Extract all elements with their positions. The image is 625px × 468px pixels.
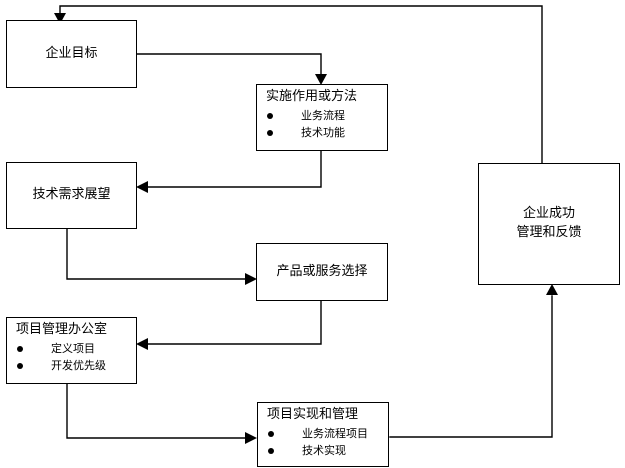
node-title-project-implementation-and-management: 项目实现和管理 xyxy=(267,407,359,422)
bullet-item: 业务流程 xyxy=(257,107,387,124)
node-title-implementation-role-or-method: 实施作用或方法 xyxy=(266,89,358,104)
bullet-list-project-implementation: 业务流程项目 技术实现 xyxy=(258,425,388,459)
bullet-list-implementation: 业务流程 技术功能 xyxy=(257,107,387,141)
node-title-project-management-office: 项目管理办公室 xyxy=(16,322,108,337)
node-technology-demand-outlook[interactable]: 技术需求展望 xyxy=(6,162,137,229)
node-enterprise-goal[interactable]: 企业目标 xyxy=(6,20,137,88)
connector-implementation-to-tech-demand xyxy=(136,150,322,193)
connector-tech-demand-to-product xyxy=(66,228,257,285)
bullet-item: 技术功能 xyxy=(257,124,387,141)
connector-goal-to-implementation xyxy=(136,53,327,85)
node-implementation-role-or-method[interactable]: 实施作用或方法 业务流程 技术功能 xyxy=(256,84,388,151)
node-project-management-office[interactable]: 项目管理办公室 定义项目 开发优先级 xyxy=(6,317,137,384)
node-enterprise-success[interactable]: 企业成功 管理和反馈 xyxy=(478,163,620,285)
node-title-enterprise-goal: 企业目标 xyxy=(45,45,98,61)
connector-pmo-to-implementation-mgmt xyxy=(66,383,257,444)
bullet-item: 技术实现 xyxy=(258,442,388,459)
node-project-implementation-and-management[interactable]: 项目实现和管理 业务流程项目 技术实现 xyxy=(257,402,389,467)
connector-product-to-pmo xyxy=(136,300,322,350)
bullet-item: 业务流程项目 xyxy=(258,425,388,442)
connector-implementation-mgmt-to-success xyxy=(389,284,558,438)
node-title-product-or-service-selection: 产品或服务选择 xyxy=(276,263,368,279)
node-title-technology-demand-outlook: 技术需求展望 xyxy=(32,187,111,203)
bullet-list-pmo: 定义项目 开发优先级 xyxy=(7,340,136,374)
node-subtitle-enterprise-success: 管理和反馈 xyxy=(516,225,582,240)
node-title-enterprise-success: 企业成功 xyxy=(522,206,575,222)
bullet-item: 开发优先级 xyxy=(7,357,136,374)
bullet-item: 定义项目 xyxy=(7,340,136,357)
node-product-or-service-selection[interactable]: 产品或服务选择 xyxy=(256,243,388,301)
